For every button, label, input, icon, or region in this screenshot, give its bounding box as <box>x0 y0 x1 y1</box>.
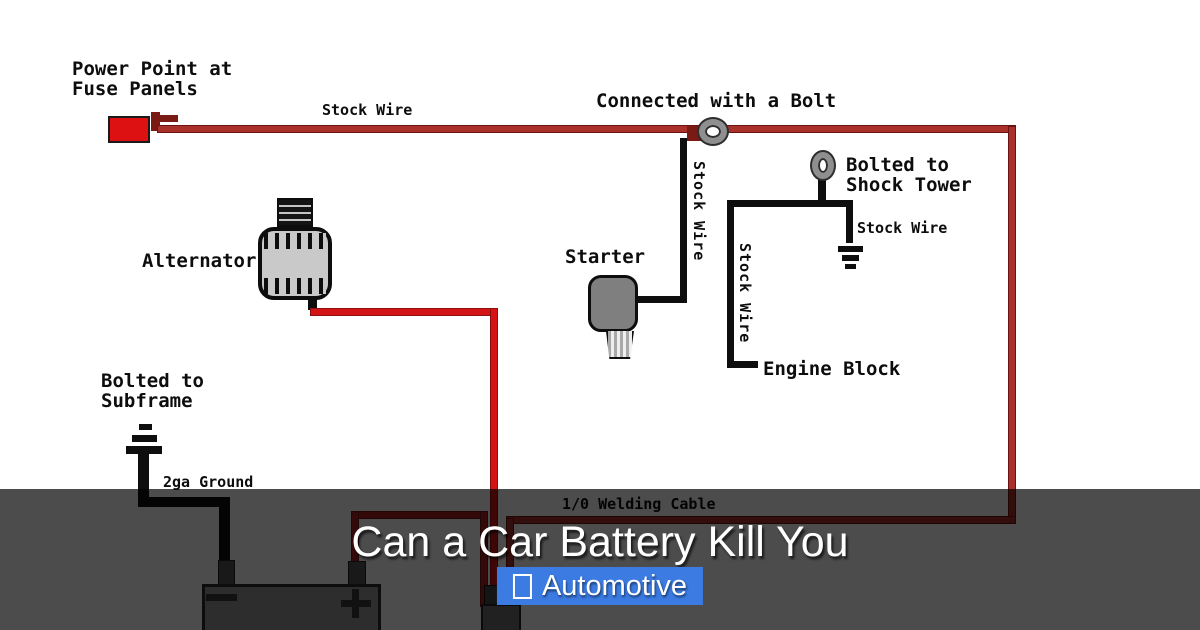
ground-symbol-shock-bar1 <box>838 246 863 252</box>
bolt-ring-icon <box>699 119 727 144</box>
alternator-pulley <box>277 198 313 227</box>
starter-feed-run <box>634 296 686 303</box>
engine-stock-wire-run <box>727 203 734 368</box>
stock-wire-top-run <box>158 126 1015 132</box>
category-badge[interactable]: Automotive <box>496 567 704 605</box>
shock-bolt-stub <box>818 178 826 204</box>
ground-symbol-subframe-bar2 <box>132 435 157 442</box>
engine-block-stub <box>727 361 758 368</box>
ground-symbol-shock-bar3 <box>845 264 856 269</box>
category-label: Automotive <box>541 569 688 602</box>
folder-placeholder-icon <box>512 573 532 599</box>
starter-snout <box>606 331 634 359</box>
stock-wire-top-label: Stock Wire <box>322 101 413 119</box>
connector-lug-icon <box>160 115 178 122</box>
card-title: Can a Car Battery Kill You <box>351 518 849 566</box>
shock-tee-run <box>727 200 853 207</box>
ground-symbol-subframe-bar1 <box>139 424 152 430</box>
ground-2ga-label: 2ga Ground <box>163 473 254 491</box>
starter-label: Starter <box>565 246 646 268</box>
starter-stock-wire-run <box>680 138 687 303</box>
shock-ground-stub <box>846 207 853 243</box>
alternator-label: Alternator <box>142 250 257 272</box>
ground-cable-run1 <box>138 453 149 507</box>
fuse-panel-connector-icon <box>108 116 150 143</box>
engine-block-label: Engine Block <box>763 358 901 380</box>
starter-figure <box>588 275 638 332</box>
bolted-shock-line2: Shock Tower <box>846 174 972 196</box>
ground-symbol-subframe-bar3 <box>126 446 162 454</box>
bolted-subframe-line2: Subframe <box>101 390 193 412</box>
shock-bolt-ring-icon <box>812 152 834 179</box>
bolted-shock-line1: Bolted to <box>846 154 949 176</box>
bolt-junction-nub <box>687 126 701 141</box>
bolted-subframe-line1: Bolted to <box>101 370 204 392</box>
welding-cable-right-run <box>1009 127 1015 523</box>
alternator-figure <box>258 227 332 300</box>
stock-wire-shock-label: Stock Wire <box>857 219 948 237</box>
stock-wire-engine-label: Stock Wire <box>736 243 754 344</box>
alternator-terminal-stub <box>308 298 317 310</box>
connector-tab-icon <box>151 112 160 131</box>
alternator-cable-horizontal <box>311 309 497 315</box>
stock-wire-starter-label: Stock Wire <box>690 161 708 262</box>
connected-bolt-label: Connected with a Bolt <box>596 90 837 112</box>
alternator-bottom-fins <box>264 278 326 294</box>
power-point-line1: Power Point at <box>72 58 233 80</box>
alternator-top-fins <box>264 233 326 249</box>
power-point-line2: Fuse Panels <box>72 78 198 100</box>
overlay-scrim <box>0 489 1200 630</box>
ground-symbol-shock-bar2 <box>842 255 859 261</box>
alternator-cable-vertical <box>491 309 497 605</box>
